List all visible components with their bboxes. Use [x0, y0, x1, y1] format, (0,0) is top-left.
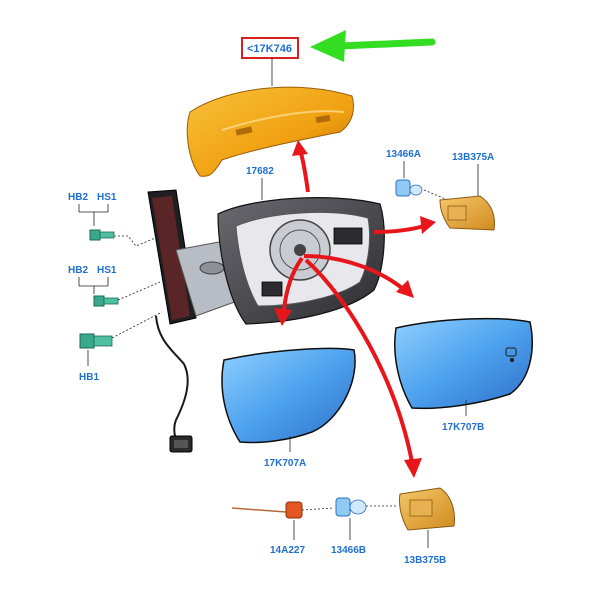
cap-highlight-box: [241, 37, 299, 59]
red-arrow-to-lamp-b: [304, 258, 422, 478]
hb2-mid-label: HB2: [68, 265, 88, 276]
mirror-glass-a-shape: [221, 347, 356, 444]
housing-part-label: 17682: [246, 166, 274, 177]
cap-part-label: <17K746: [247, 43, 292, 55]
hb2-top-label: HB2: [68, 192, 88, 203]
lamp-b-label: 13B375B: [404, 555, 446, 566]
bolt-hb1-icon: [79, 333, 113, 349]
wire-connector-shape: [231, 501, 303, 519]
lamp-a-shape: [439, 195, 495, 231]
lamp-b-shape: [399, 487, 455, 531]
wiring-harness-shape: [155, 315, 193, 453]
red-arrow-to-glass-a: [274, 256, 304, 326]
glass-a-label: 17K707A: [264, 458, 306, 469]
bulb-b-icon: [335, 497, 367, 517]
screw-mid-icon: [93, 295, 119, 307]
wire-label: 14A227: [270, 545, 305, 556]
red-arrow-to-lamp-a: [373, 216, 436, 234]
blind-spot-icon: [505, 347, 517, 362]
lamp-a-label: 13B375A: [452, 152, 494, 163]
glass-b-label: 17K707B: [442, 422, 484, 433]
mirror-cap-shape: [186, 86, 354, 177]
hb1-label: HB1: [79, 372, 99, 383]
red-arrow-to-glass-b: [303, 254, 414, 298]
red-arrow-to-cap: [292, 140, 310, 193]
hs1-mid-label: HS1: [97, 265, 117, 276]
green-pointer-arrow: [310, 30, 436, 62]
mirror-glass-b-shape: [394, 317, 533, 410]
bulb-a-icon: [395, 179, 423, 197]
bulb-b-label: 13466B: [331, 545, 366, 556]
screw-top-icon: [89, 229, 115, 241]
bulb-a-label: 13466A: [386, 149, 421, 160]
hs1-top-label: HS1: [97, 192, 117, 203]
